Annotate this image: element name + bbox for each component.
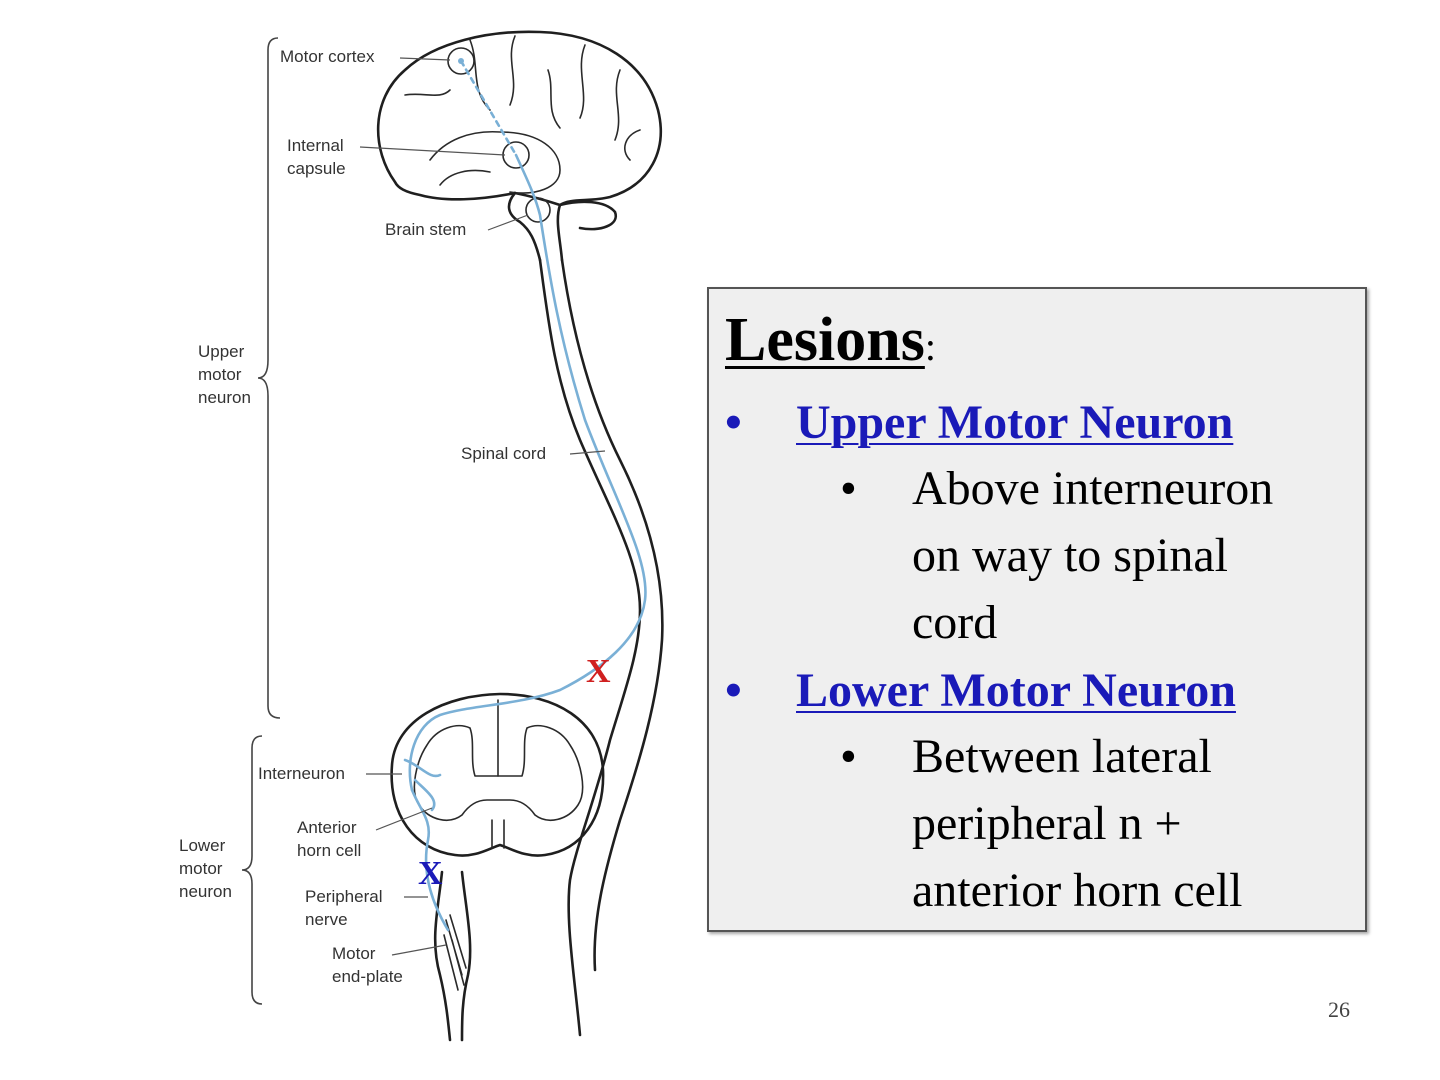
label-upper-motor-neuron: Upper motor neuron <box>198 342 251 407</box>
label-motor-cortex: Motor cortex <box>280 47 451 66</box>
label-brain-stem: Brain stem <box>385 214 529 239</box>
svg-text:Motor cortex: Motor cortex <box>280 47 375 66</box>
lower-lesion-x: X <box>418 855 443 892</box>
lesions-heading-text: Lesions <box>725 306 925 374</box>
sub-bullet-dot: • <box>840 462 857 515</box>
bullet-dot: • <box>725 396 742 449</box>
label-motor-end-plate: Motor end-plate <box>332 944 447 986</box>
label-lower-motor-neuron: Lower motor neuron <box>179 836 232 901</box>
lesions-heading: Lesions: <box>725 309 936 371</box>
description-line: anterior horn cell <box>912 864 1243 917</box>
spinal-cord-drawing <box>538 258 664 1037</box>
svg-text:Internal: Internal <box>287 136 344 155</box>
svg-text:motor: motor <box>179 859 223 878</box>
svg-text:end-plate: end-plate <box>332 967 403 986</box>
page-number: 26 <box>1328 997 1350 1022</box>
svg-text:Brain stem: Brain stem <box>385 220 466 239</box>
svg-text:Motor: Motor <box>332 944 376 963</box>
lesions-textbox: Lesions: • Upper Motor Neuron • Above in… <box>707 287 1367 932</box>
label-interneuron: Interneuron <box>258 764 402 783</box>
lower-motor-neuron-brace <box>241 735 263 1005</box>
lesions-heading-colon: : <box>924 324 936 369</box>
lower-motor-neuron-title: Lower Motor Neuron <box>796 664 1236 717</box>
svg-text:Anterior: Anterior <box>297 818 357 837</box>
svg-text:Upper: Upper <box>198 342 245 361</box>
description-line: on way to spinal <box>912 529 1228 582</box>
svg-text:nerve: nerve <box>305 910 348 929</box>
svg-text:motor: motor <box>198 365 242 384</box>
description-line: Between lateral <box>912 730 1212 783</box>
spinal-cross-section <box>390 692 605 857</box>
upper-motor-neuron-brace <box>257 37 281 719</box>
svg-text:neuron: neuron <box>198 388 251 407</box>
svg-text:Spinal cord: Spinal cord <box>461 444 546 463</box>
svg-text:Peripheral: Peripheral <box>305 887 383 906</box>
description-line: cord <box>912 596 998 649</box>
svg-text:Lower: Lower <box>179 836 226 855</box>
svg-text:neuron: neuron <box>179 882 232 901</box>
lower-motor-neuron-description: Between lateral peripheral n + anterior … <box>912 723 1352 924</box>
description-line: Above interneuron <box>912 462 1274 515</box>
label-internal-capsule: Internal capsule <box>287 136 506 178</box>
svg-text:Interneuron: Interneuron <box>258 764 345 783</box>
svg-text:capsule: capsule <box>287 159 346 178</box>
motor-nerve-pathway <box>403 47 647 932</box>
upper-lesion-x: X <box>586 653 611 690</box>
upper-motor-neuron-description: Above interneuron on way to spinal cord <box>912 455 1352 656</box>
muscle-drawing <box>433 870 472 1042</box>
label-peripheral-nerve: Peripheral nerve <box>305 887 428 929</box>
bullet-dot: • <box>725 664 742 717</box>
upper-motor-neuron-title: Upper Motor Neuron <box>796 396 1234 449</box>
label-anterior-horn-cell: Anterior horn cell <box>297 807 433 860</box>
svg-text:horn cell: horn cell <box>297 841 361 860</box>
sub-bullet-dot: • <box>840 730 857 783</box>
description-line: peripheral n + <box>912 797 1182 850</box>
label-spinal-cord: Spinal cord <box>461 444 606 463</box>
brain-drawing <box>376 30 662 262</box>
